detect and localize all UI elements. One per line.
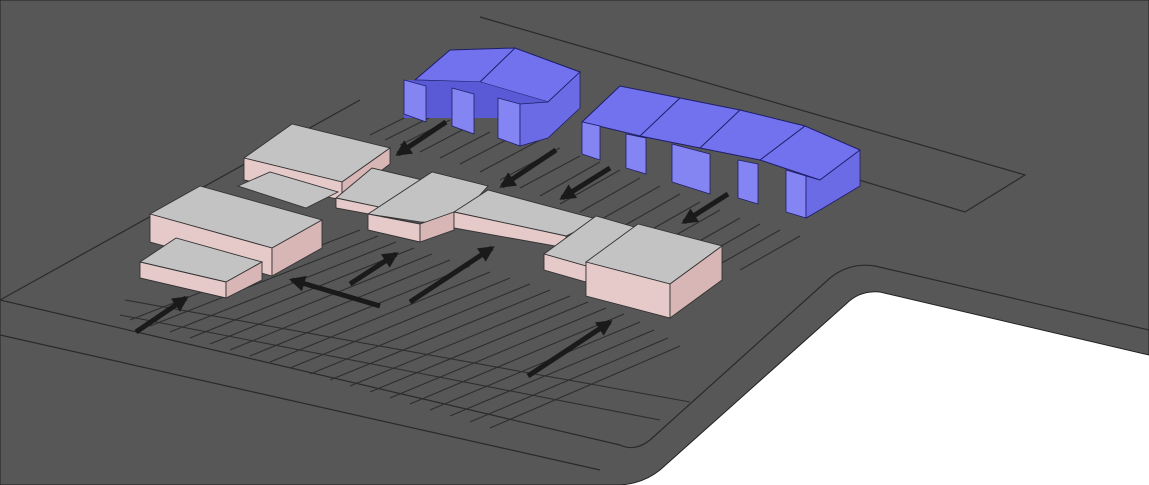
arrow-8 [408, 245, 495, 305]
arrow-3 [559, 165, 612, 201]
parking-stripes-back [369, 109, 801, 271]
arrow-2 [499, 147, 558, 189]
hall-right-pillar-5 [785, 169, 807, 219]
block-f-side [225, 261, 263, 299]
hall-right-side [805, 149, 861, 219]
hall-left-side [519, 71, 581, 147]
flow-arrows [134, 119, 730, 379]
arrow-1 [395, 119, 448, 157]
arrow-9 [526, 319, 613, 379]
arrow-5 [134, 295, 189, 335]
arrow-4 [681, 191, 730, 225]
building-blocks [138, 123, 724, 319]
hall-left-pillar-2 [451, 87, 475, 135]
arrow-7 [348, 251, 399, 287]
parking-stripes-front [119, 229, 691, 429]
hall-right-pillar-2 [625, 133, 647, 175]
hall-right-pillar-4 [737, 159, 759, 205]
hall-right-pillar-1 [581, 121, 601, 161]
hall-left [403, 47, 581, 147]
hall-left-pillar-3 [497, 97, 521, 147]
hall-left-pillar-1 [403, 79, 427, 123]
ground-edge-line [0, 264, 1149, 471]
arrow-6 [288, 275, 381, 309]
hall-right-pillar-3 [671, 143, 711, 195]
block-h-side [669, 245, 723, 319]
block-e-side [271, 219, 323, 277]
block-d-side [419, 211, 455, 243]
hall-right [580, 85, 861, 219]
block-b-top [236, 171, 340, 209]
